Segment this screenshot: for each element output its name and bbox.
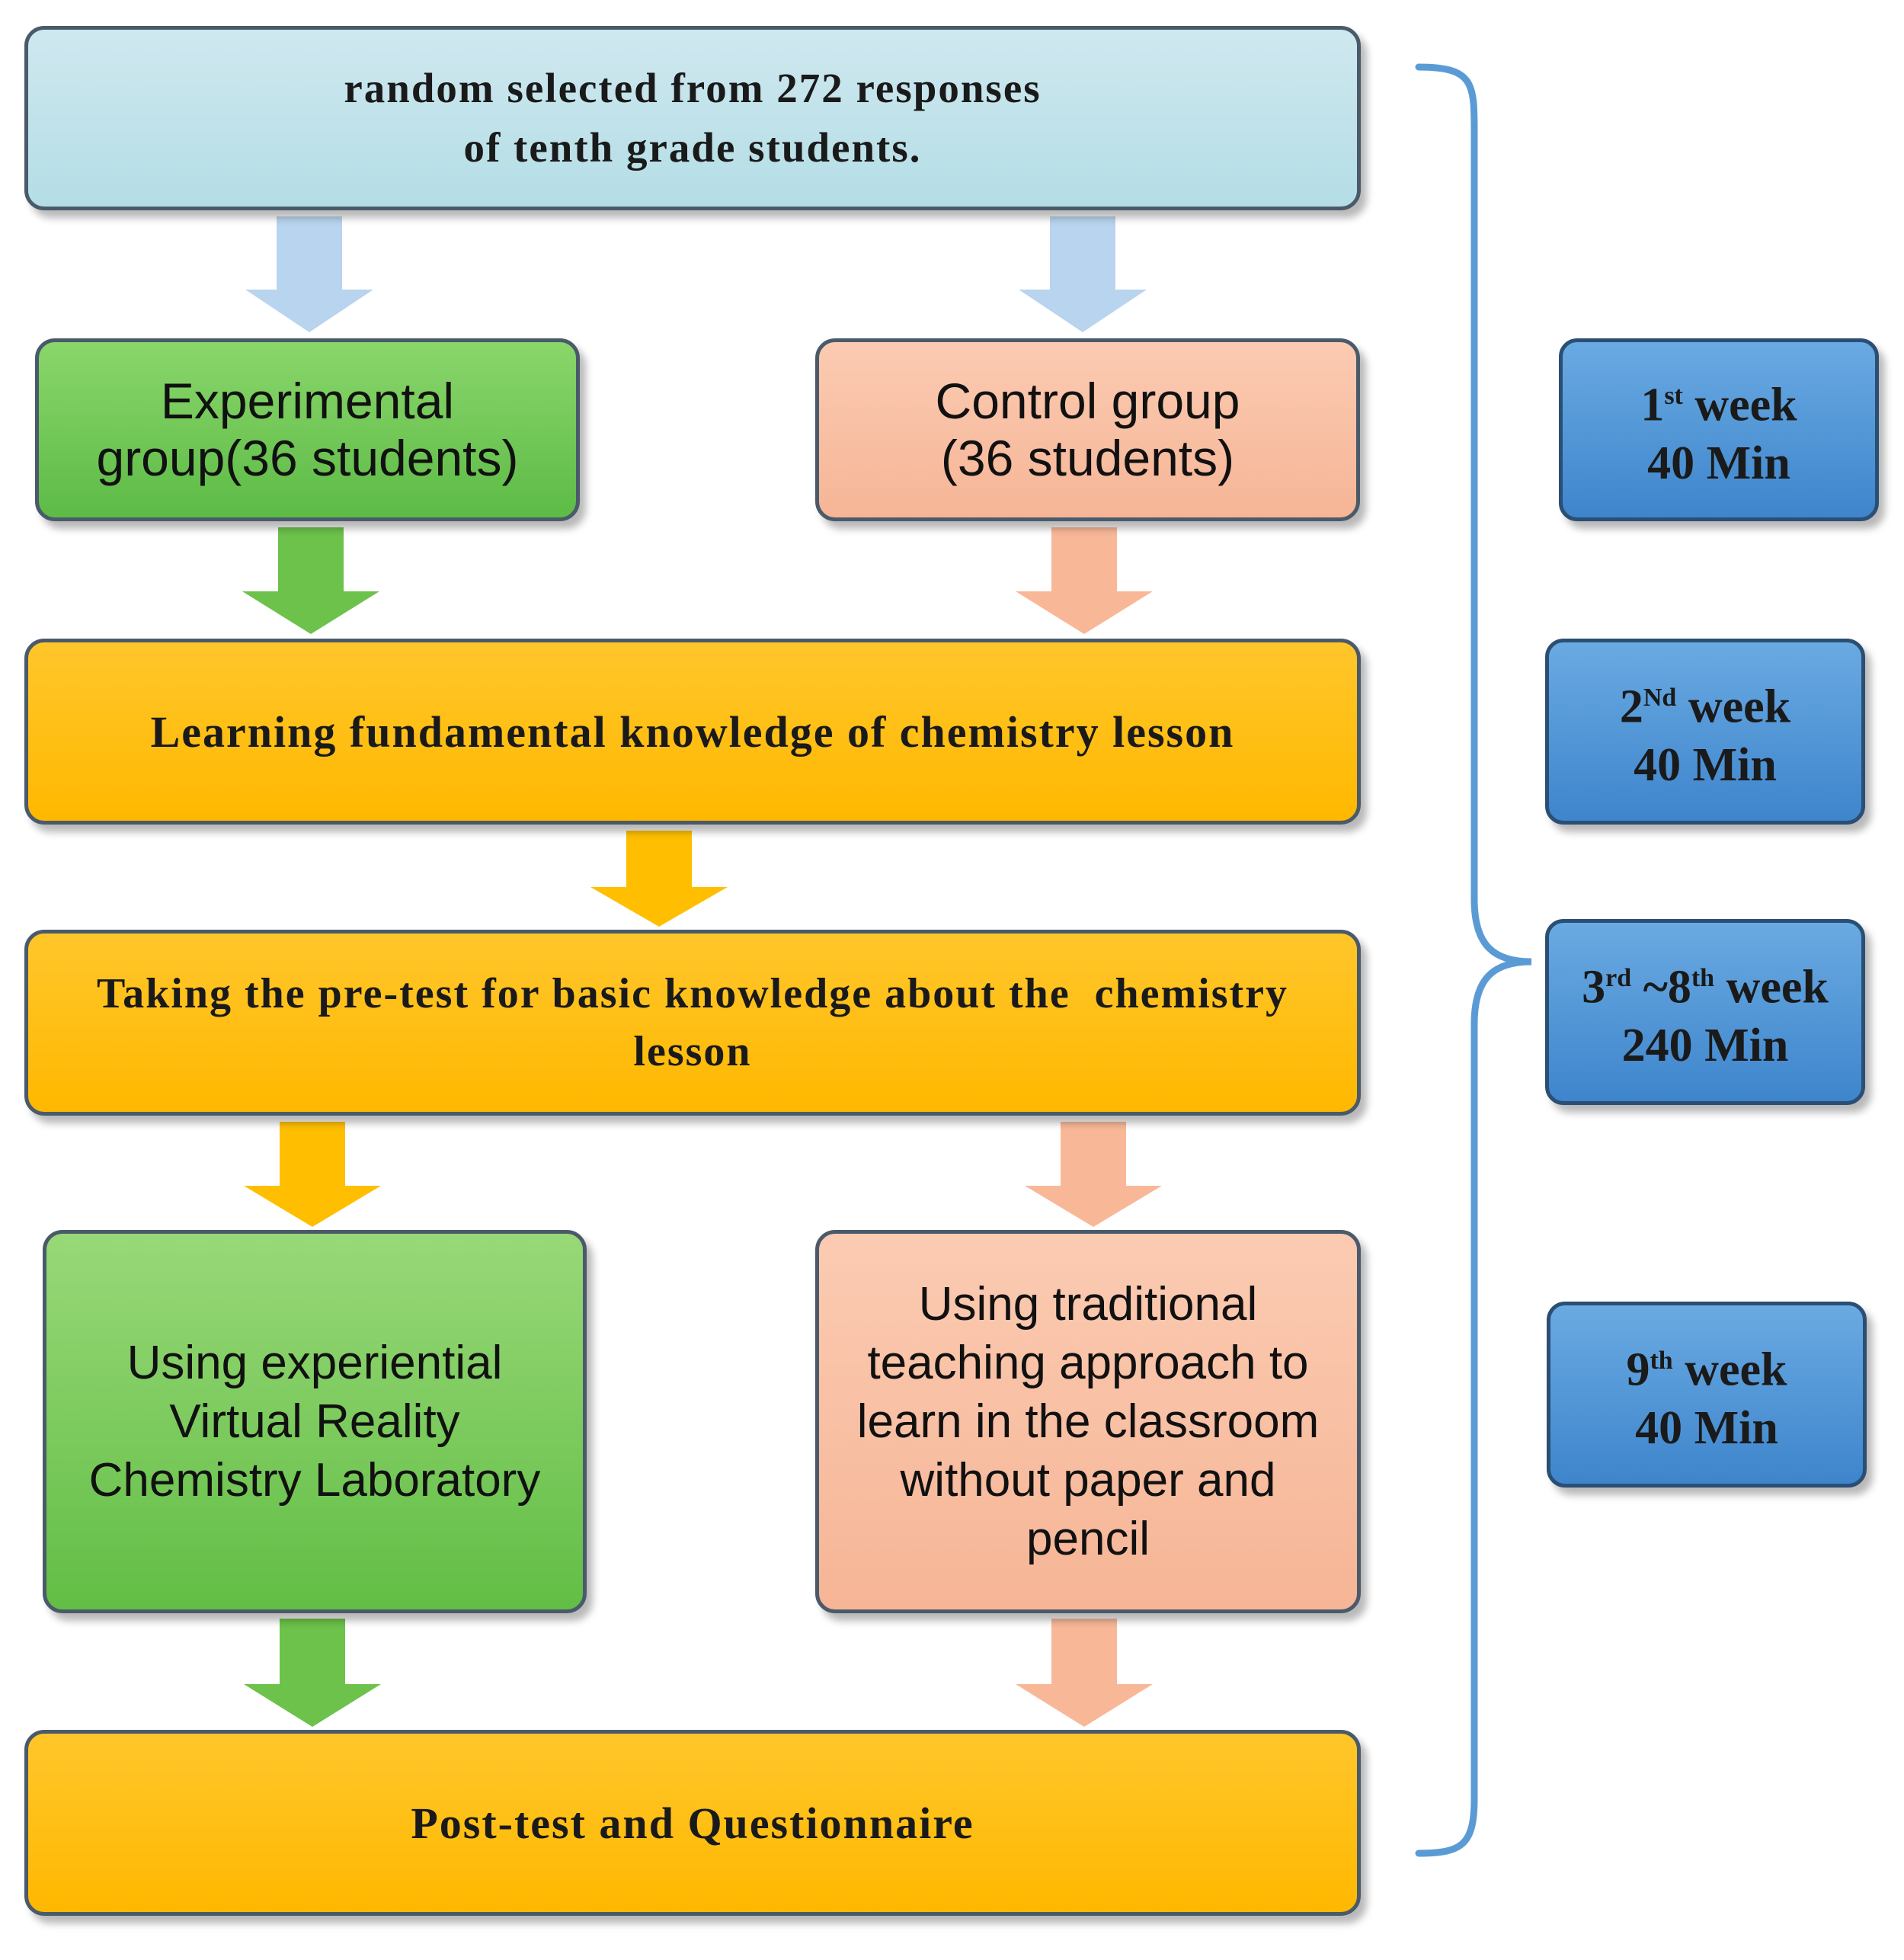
- sample-selection-line2: of tenth grade students.: [463, 124, 922, 171]
- vr-lab-line1: Using experiential: [126, 1337, 503, 1389]
- post-test-text: Post-test and Questionnaire: [411, 1798, 974, 1848]
- pretest-line1: Taking the pre-test for basic knowledge …: [96, 970, 1289, 1017]
- vr-lab-line3: Chemistry Laboratory: [88, 1454, 541, 1507]
- post-test-box: Post-test and Questionnaire: [24, 1730, 1361, 1916]
- arrow-vr-to-post: [244, 1619, 381, 1727]
- traditional-teaching-box: Using traditional teaching approach to l…: [815, 1230, 1361, 1613]
- week-9-label: 9th week: [1626, 1343, 1787, 1396]
- week-2-box: 2Nd week 40 Min: [1545, 639, 1865, 825]
- arrow-top-to-control: [1019, 216, 1147, 332]
- week-1-box: 1st week 40 Min: [1559, 338, 1879, 521]
- week-2-label: 2Nd week: [1619, 681, 1791, 733]
- week-9-duration: 40 Min: [1635, 1401, 1778, 1454]
- control-group-line2: (36 students): [940, 430, 1235, 486]
- week-9-box: 9th week 40 Min: [1547, 1302, 1867, 1488]
- week-1-duration: 40 Min: [1647, 437, 1790, 489]
- experimental-group-box: Experimental group(36 students): [35, 338, 580, 521]
- sample-selection-line1: random selected from 272 responses: [344, 65, 1042, 111]
- arrow-pretest-to-traditional: [1025, 1122, 1162, 1227]
- traditional-line3: learn in the classroom: [856, 1395, 1320, 1448]
- vr-lab-line2: Virtual Reality: [169, 1395, 460, 1448]
- arrow-learning-to-pretest: [590, 831, 728, 927]
- week-2-duration: 40 Min: [1634, 738, 1777, 791]
- traditional-line2: teaching approach to: [867, 1337, 1309, 1389]
- pretest-line2: lesson: [633, 1028, 752, 1075]
- traditional-line1: Using traditional: [918, 1278, 1258, 1331]
- sample-selection-box: random selected from 272 responses of te…: [24, 26, 1361, 210]
- week-3-8-duration: 240 Min: [1621, 1019, 1789, 1071]
- week-3-8-box: 3rd ~8th week 240 Min: [1545, 919, 1865, 1105]
- experimental-group-line2: group(36 students): [96, 430, 519, 486]
- traditional-line5: pencil: [1026, 1513, 1150, 1565]
- control-group-box: Control group (36 students): [815, 338, 1360, 521]
- week-1-label: 1st week: [1640, 379, 1797, 431]
- arrow-top-to-experimental: [245, 216, 373, 332]
- learning-fundamentals-box: Learning fundamental knowledge of chemis…: [24, 639, 1361, 825]
- vr-lab-box: Using experiential Virtual Reality Chemi…: [43, 1230, 587, 1613]
- timeline-brace: [1415, 63, 1532, 1857]
- learning-fundamentals-text: Learning fundamental knowledge of chemis…: [150, 706, 1235, 757]
- experimental-group-line1: Experimental: [160, 373, 455, 429]
- week-3-8-label: 3rd ~8th week: [1582, 961, 1829, 1014]
- arrow-traditional-to-post: [1016, 1619, 1153, 1727]
- control-group-line1: Control group: [935, 373, 1240, 429]
- pretest-box: Taking the pre-test for basic knowledge …: [24, 930, 1361, 1116]
- arrow-control-to-learning: [1016, 527, 1153, 634]
- traditional-line4: without paper and: [900, 1454, 1276, 1507]
- arrow-pretest-to-vr: [244, 1122, 381, 1227]
- arrow-experimental-to-learning: [242, 527, 379, 634]
